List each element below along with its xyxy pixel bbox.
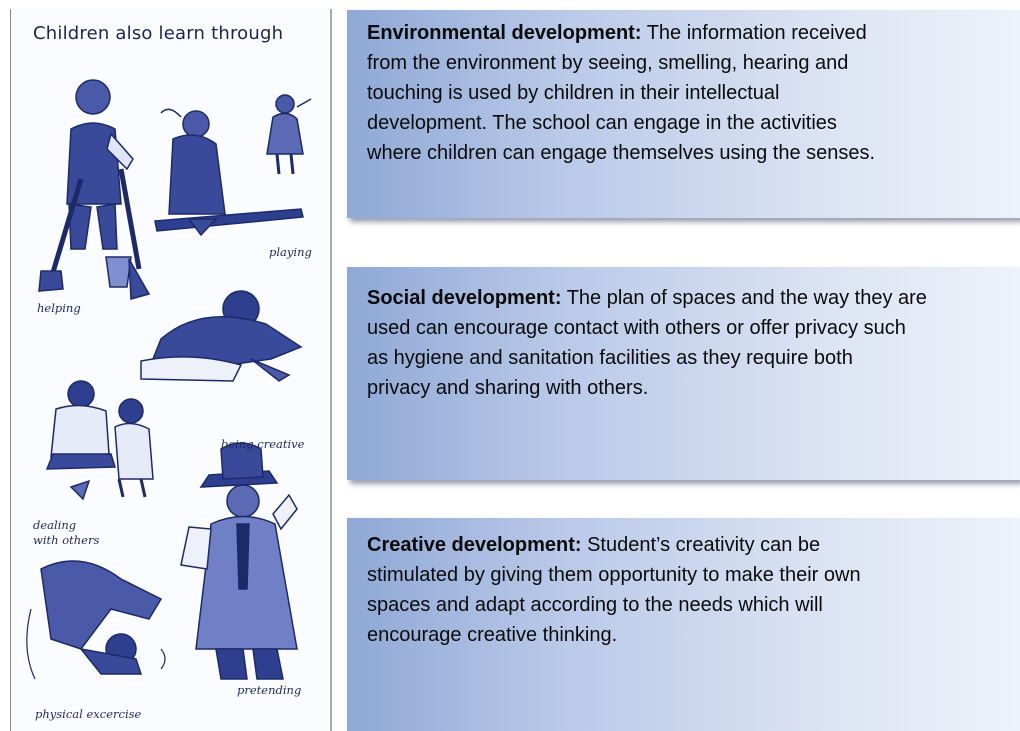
environmental-line-4: development. The school can engage in th…: [367, 112, 837, 134]
caption-playing: playing: [269, 245, 312, 259]
creative-term: Creative development:: [367, 534, 582, 556]
creative-line-4: encourage creative thinking.: [367, 624, 618, 646]
illustration-title: Children also learn through: [33, 23, 284, 44]
social-line-2: used can encourage contact with others o…: [367, 317, 906, 339]
physical-exercise-child-figure: [26, 560, 166, 680]
creative-line-3: spaces and adapt according to the needs …: [367, 594, 823, 616]
environmental-line-1: Environmental development: The informati…: [367, 22, 867, 44]
creative-line-1: Creative development: Student’s creativi…: [367, 534, 821, 556]
environmental-line-2: from the environment by seeing, smelling…: [367, 52, 849, 74]
caption-being-creative: being creative: [221, 437, 305, 451]
social-line-1: Social development: The plan of spaces a…: [367, 287, 927, 309]
social-term: Social development:: [367, 287, 562, 309]
illustration-panel: Children also learn through: [10, 9, 332, 731]
social-development-box: Social development: The plan of spaces a…: [347, 267, 1020, 480]
caption-physical-exercise: physical excercise: [35, 707, 142, 721]
environmental-term: Environmental development:: [367, 22, 642, 44]
being-creative-child-figure: [140, 290, 303, 382]
caption-helping: helping: [37, 301, 81, 315]
environmental-line-5: where children can engage themselves usi…: [367, 142, 876, 164]
dealing-with-others-figure: [45, 380, 154, 501]
caption-pretending: pretending: [237, 683, 302, 697]
playing-children-figure: [154, 94, 312, 237]
environmental-development-box: Environmental development: The informati…: [347, 10, 1020, 218]
social-line-3: as hygiene and sanitation facilities as …: [367, 347, 853, 369]
helping-child-figure: [38, 79, 151, 300]
environmental-line-3: touching is used by children in their in…: [367, 82, 780, 104]
creative-development-box: Creative development: Student’s creativi…: [347, 518, 1020, 731]
social-line-4: privacy and sharing with others.: [367, 377, 649, 399]
pretending-child-figure: [180, 442, 298, 680]
children-learning-illustration: [26, 79, 312, 680]
creative-line-2: stimulated by giving them opportunity to…: [367, 564, 861, 586]
caption-dealing-with-others: dealing with others: [33, 518, 100, 547]
